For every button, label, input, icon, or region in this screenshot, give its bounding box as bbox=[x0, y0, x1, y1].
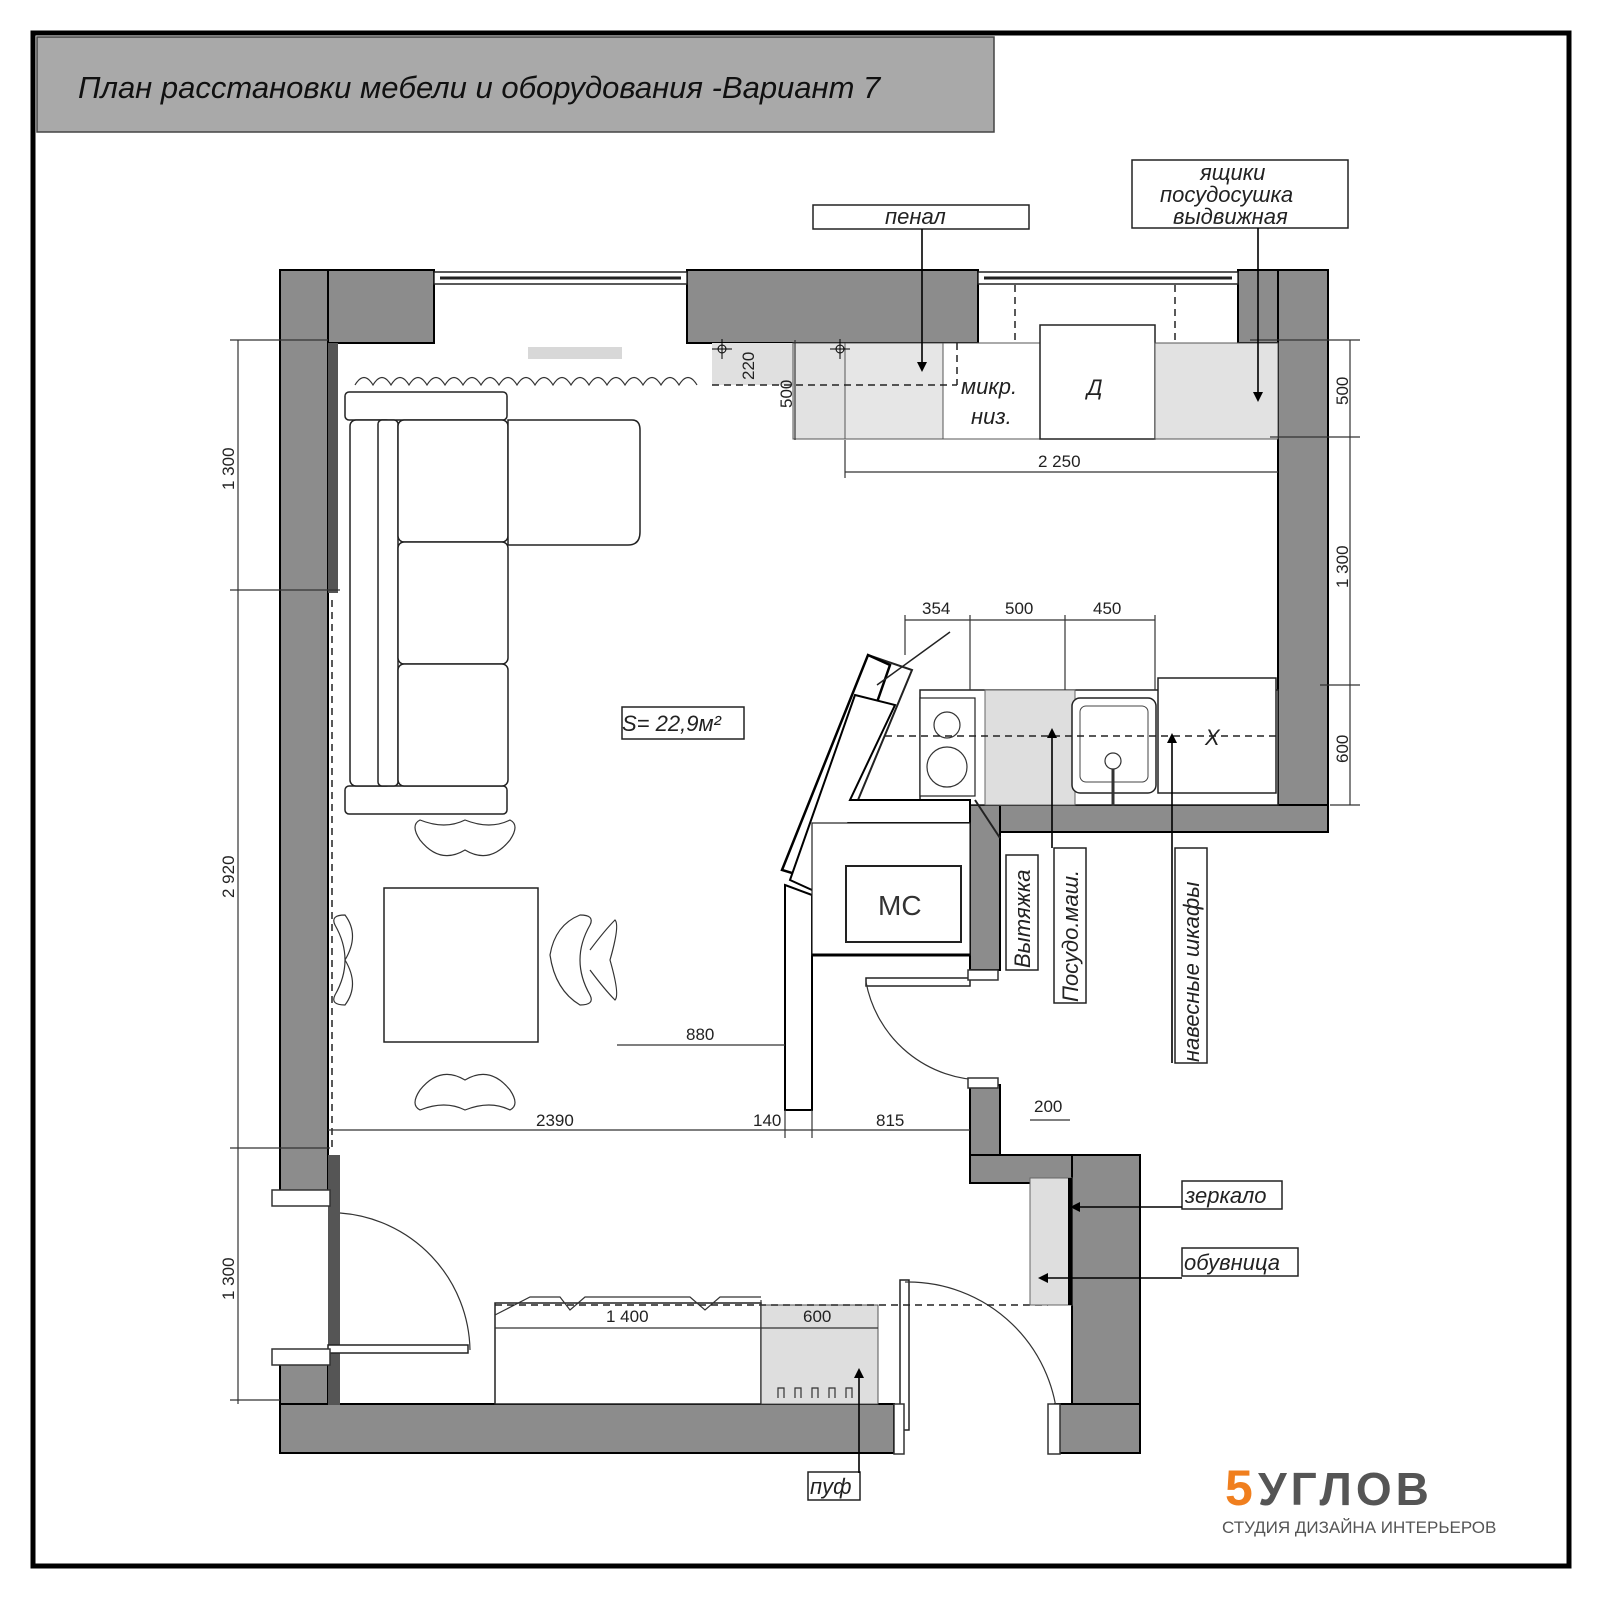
logo-word: УГЛОВ bbox=[1258, 1463, 1433, 1515]
fridge bbox=[1039, 324, 1156, 440]
dim-right-mid: 1 300 bbox=[1333, 545, 1352, 588]
callout-drawers-1: ящики bbox=[1199, 160, 1265, 185]
dim-500: 500 bbox=[1005, 599, 1033, 618]
logo-digit: 5 bbox=[1225, 1460, 1253, 1516]
shoe-rack bbox=[1029, 1177, 1073, 1306]
callout-pouf: пуф bbox=[810, 1474, 852, 1499]
dim-354: 354 bbox=[922, 599, 950, 618]
area-box bbox=[621, 706, 745, 740]
washer-label: МС bbox=[878, 890, 922, 921]
dim-1400: 1 400 bbox=[606, 1307, 649, 1326]
dim-200: 200 bbox=[1034, 1097, 1062, 1116]
dining-set bbox=[333, 819, 618, 1111]
dim-right-top: 500 bbox=[1333, 377, 1352, 405]
fridge-label: Д bbox=[1084, 375, 1103, 400]
callouts: пенал ящики посудосушка выдвижная Вытяжк… bbox=[807, 159, 1349, 1501]
callout-drawers-3: выдвижная bbox=[1173, 204, 1288, 229]
dim-kitchen-width: 2 250 bbox=[1038, 452, 1081, 471]
dim-left-top: 1 300 bbox=[219, 447, 238, 490]
doors bbox=[271, 969, 1061, 1455]
title-band bbox=[36, 36, 995, 133]
plan-title: План расстановки мебели и оборудования -… bbox=[78, 70, 882, 105]
dim-left-bottom: 1 300 bbox=[219, 1257, 238, 1300]
wall-bath-partition bbox=[969, 804, 1001, 971]
logo-tagline: СТУДИЯ ДИЗАЙНА ИНТЕРЬЕРОВ bbox=[1222, 1518, 1496, 1537]
dim-880: 880 bbox=[686, 1025, 714, 1044]
callout-hood: Вытяжка bbox=[1010, 870, 1035, 968]
curtain bbox=[354, 376, 698, 387]
studio-logo: 5 УГЛОВ СТУДИЯ ДИЗАЙНА ИНТЕРЬЕРОВ bbox=[1222, 1460, 1496, 1537]
wall-left-upper bbox=[279, 269, 329, 1206]
callout-shoe-rack: обувница bbox=[1184, 1250, 1280, 1275]
wall-lower-corner bbox=[1054, 1403, 1141, 1454]
bath-area: МС bbox=[811, 822, 971, 957]
wall-finish-left bbox=[328, 343, 338, 593]
callout-dishwasher: Посудо.маш. bbox=[1058, 870, 1083, 1002]
micro-label-1: микр. bbox=[961, 374, 1017, 399]
dim-600: 600 bbox=[803, 1307, 831, 1326]
wall-top-mid bbox=[686, 269, 979, 344]
dim-kitchen-220: 220 bbox=[739, 352, 758, 380]
dim-2390: 2390 bbox=[536, 1111, 574, 1130]
dim-right-bottom: 600 bbox=[1333, 735, 1352, 763]
callout-drawers-box bbox=[1131, 159, 1349, 229]
callout-drawers-2: посудосушка bbox=[1160, 182, 1293, 207]
sheet-frame bbox=[30, 30, 1572, 1569]
washer bbox=[845, 865, 962, 943]
corner-sofa bbox=[344, 391, 641, 815]
area-label: S= 22,9м² bbox=[622, 711, 722, 736]
callout-wall-cabinets: навесные шкафы bbox=[1179, 882, 1204, 1062]
hall-furniture bbox=[494, 1177, 1073, 1405]
windows bbox=[433, 271, 1239, 285]
callout-mirror: зеркало bbox=[1184, 1183, 1266, 1208]
dim-kitchen-500: 500 bbox=[777, 380, 796, 408]
callout-penal: пенал bbox=[885, 204, 946, 229]
dim-140: 140 bbox=[753, 1111, 781, 1130]
wall-bottom bbox=[279, 1403, 895, 1454]
callout-penal-box bbox=[812, 204, 1030, 230]
micro-label-2: низ. bbox=[971, 404, 1012, 429]
dim-left-mid: 2 920 bbox=[219, 855, 238, 898]
dimension-lines: 1 300 2 920 1 300 500 1 300 600 500 220 … bbox=[219, 339, 1360, 1404]
dim-450: 450 bbox=[1093, 599, 1121, 618]
wall-finish-left-lower bbox=[328, 1155, 340, 1405]
wall-right bbox=[1277, 269, 1329, 833]
radiator bbox=[528, 347, 622, 359]
partition bbox=[784, 883, 813, 1111]
dim-815: 815 bbox=[876, 1111, 904, 1130]
wall-kitchen-ledge bbox=[999, 804, 1329, 833]
sink-mark: Х bbox=[1204, 725, 1221, 750]
